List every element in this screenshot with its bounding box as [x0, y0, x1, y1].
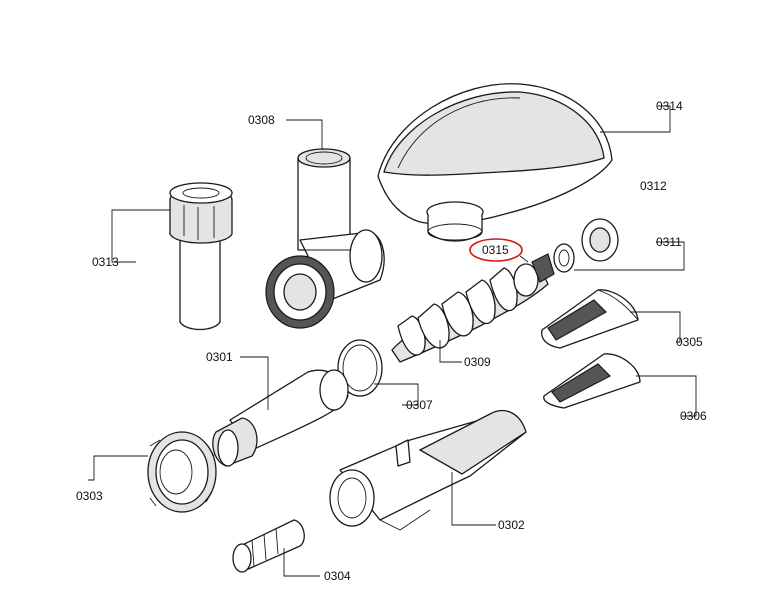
label-0305: 0305	[676, 335, 703, 349]
part-0313-pusher	[169, 182, 233, 331]
label-0311: 0311	[656, 235, 682, 249]
label-0307: 0307	[406, 398, 433, 412]
highlight-ring-0315	[469, 238, 523, 262]
part-0301-funnel	[212, 369, 349, 467]
leader-0301	[240, 356, 269, 410]
part-0303-ring-nut	[147, 431, 217, 513]
label-0304: 0304	[324, 569, 351, 583]
label-0302: 0302	[498, 518, 525, 532]
leader-0302	[451, 472, 496, 526]
label-0303: 0303	[76, 489, 103, 503]
label-0306: 0306	[680, 409, 707, 423]
label-0301: 0301	[206, 350, 233, 364]
part-labels: 0314 0308 0312 0311 0315 0313 0305 0301 …	[76, 99, 707, 583]
part-0314-hopper-tray	[377, 83, 613, 242]
label-0309: 0309	[464, 355, 491, 369]
leader-0309	[439, 340, 462, 363]
part-0304-nozzle	[232, 519, 305, 573]
part-0308-housing	[265, 148, 385, 329]
leader-0308	[286, 119, 323, 150]
leader-0314	[600, 105, 671, 133]
leader-0311	[574, 241, 685, 271]
leader-0315	[519, 255, 529, 263]
leader-0306	[636, 375, 697, 417]
label-0313: 0313	[92, 255, 119, 269]
part-0306-slicer-cone	[543, 353, 641, 409]
leader-lines	[88, 105, 697, 577]
leader-0313	[111, 209, 170, 263]
leader-0307	[374, 383, 419, 406]
leader-0304	[283, 548, 320, 577]
part-0302-chute	[329, 409, 527, 531]
leader-0305	[630, 311, 681, 343]
part-0307-ring	[337, 339, 383, 397]
label-0312: 0312	[640, 179, 667, 193]
label-0315: 0315	[482, 243, 509, 257]
part-0311-washer	[553, 243, 575, 273]
label-0314: 0314	[656, 99, 683, 113]
label-0308: 0308	[248, 113, 275, 127]
leader-0303	[88, 455, 148, 481]
part-0309-auger	[391, 253, 555, 363]
part-0305-shredder-cone	[541, 289, 639, 349]
part-0312-seal-ring	[581, 218, 619, 262]
